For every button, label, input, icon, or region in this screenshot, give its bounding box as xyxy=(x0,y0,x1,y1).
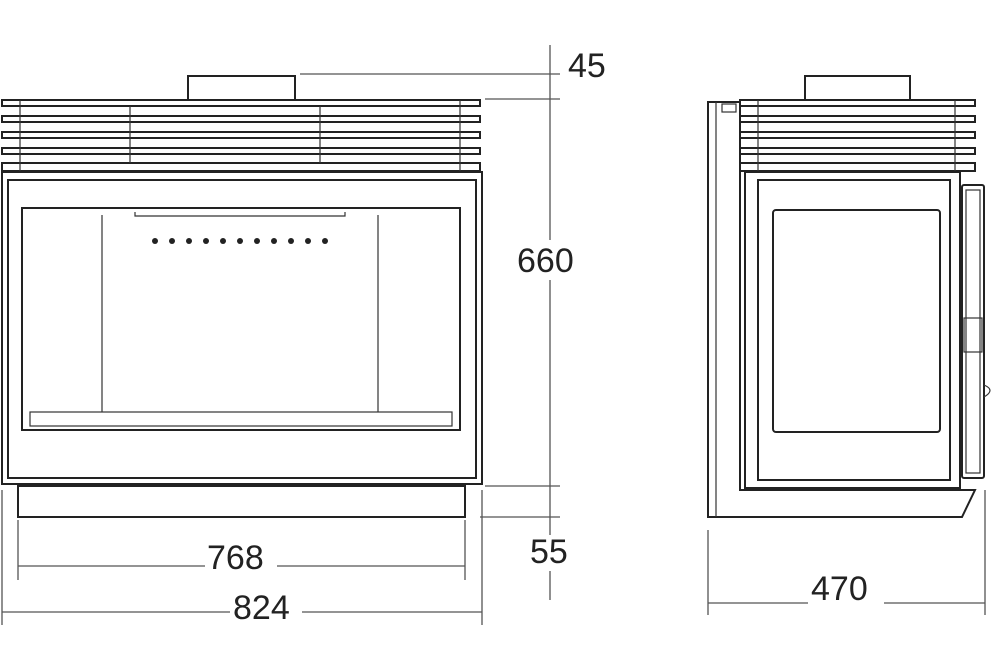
front-view xyxy=(1,75,483,518)
front-glass-window xyxy=(21,207,461,431)
front-door-frame xyxy=(7,179,477,479)
front-top-grille xyxy=(1,99,481,172)
dim-label-overall-width: 824 xyxy=(233,589,290,627)
side-body xyxy=(707,101,977,518)
side-body-panel xyxy=(744,171,961,489)
front-flue-collar xyxy=(187,75,296,101)
side-door-handle xyxy=(961,184,985,479)
front-log-ledge xyxy=(29,411,453,427)
dim-label-body-height: 660 xyxy=(517,242,574,280)
burner-dots xyxy=(152,238,328,244)
dim-label-base-height: 55 xyxy=(530,533,568,571)
side-door xyxy=(757,179,951,481)
side-view xyxy=(707,75,991,518)
side-flue-collar xyxy=(804,75,911,101)
side-top-grille xyxy=(739,99,976,172)
front-base-plinth xyxy=(17,485,466,518)
front-body xyxy=(1,171,483,485)
dim-label-inner-width: 768 xyxy=(207,539,264,577)
dim-label-flue-height: 45 xyxy=(568,47,606,85)
side-glass-window xyxy=(772,209,941,433)
dim-label-depth: 470 xyxy=(811,570,868,608)
